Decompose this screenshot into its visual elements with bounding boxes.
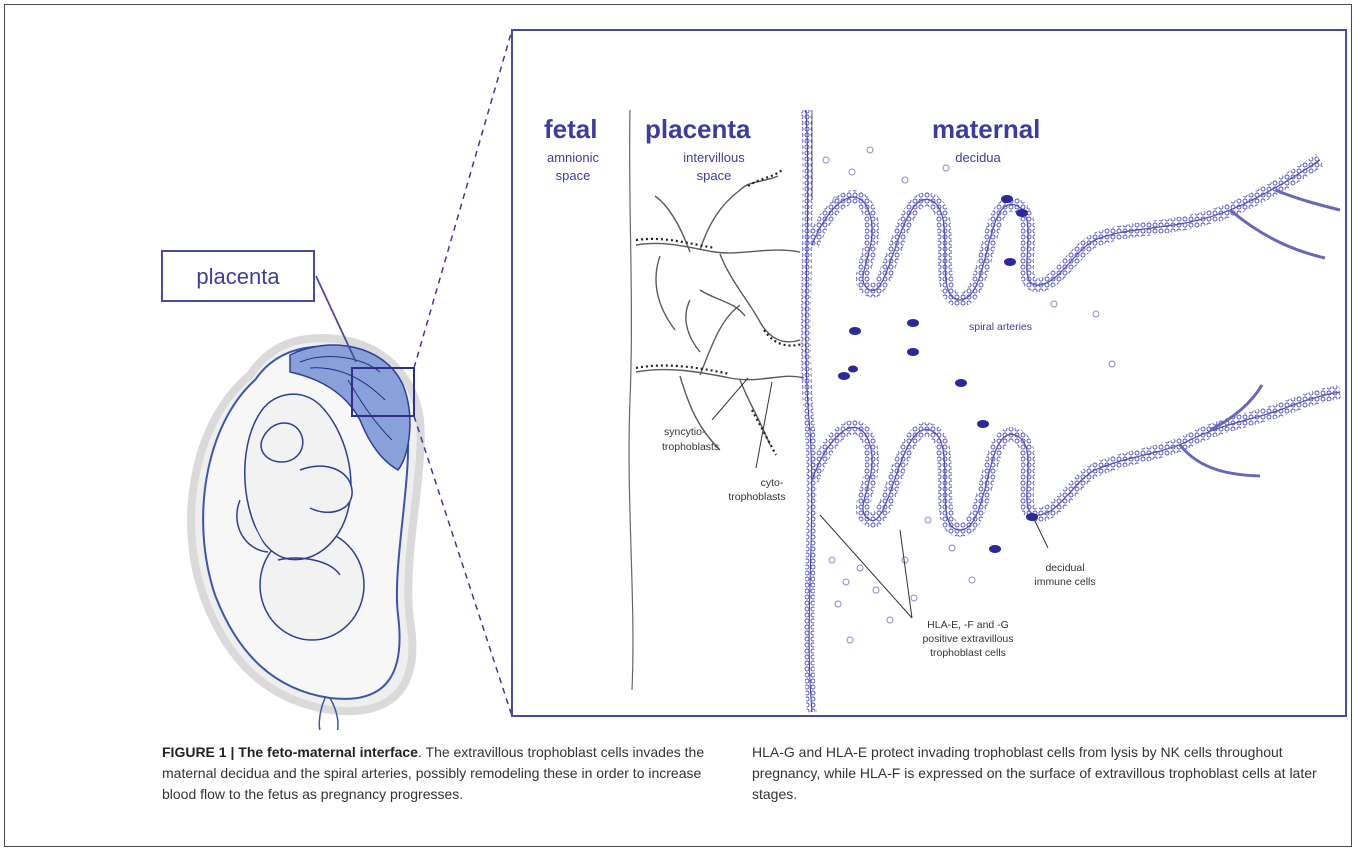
label-hla-2: positive extravillous xyxy=(922,633,1013,645)
feto-maternal-illustration: placenta fetal placenta maternal amnioni… xyxy=(0,0,1354,730)
uterus-drawing: placenta xyxy=(162,251,421,730)
header-maternal: maternal xyxy=(932,114,1040,144)
subheader-intervillous-2: space xyxy=(697,168,732,183)
label-cyto-1: cyto- xyxy=(761,477,784,489)
callout-label: placenta xyxy=(196,264,280,289)
header-fetal: fetal xyxy=(544,114,597,144)
label-cyto-2: trophoblasts xyxy=(728,491,785,503)
caption-right: HLA-G and HLA-E protect invading trophob… xyxy=(752,742,1332,805)
label-hla-1: HLA-E, -F and -G xyxy=(927,619,1009,631)
subheader-amnionic-1: amnionic xyxy=(547,150,600,165)
zoom-line-top xyxy=(414,30,512,368)
label-spiral-arteries: spiral arteries xyxy=(969,321,1032,333)
header-placenta: placenta xyxy=(645,114,751,144)
subheader-decidua: decidua xyxy=(955,150,1001,165)
zoom-panel-frame xyxy=(512,30,1346,716)
label-decidual-1: decidual xyxy=(1045,562,1084,574)
label-hla-3: trophoblast cells xyxy=(930,647,1006,659)
caption-title: FIGURE 1 | The feto-maternal interface xyxy=(162,744,418,760)
zoom-panel: fetal placenta maternal amnionic space i… xyxy=(512,30,1346,716)
caption-left: FIGURE 1 | The feto-maternal interface. … xyxy=(162,742,722,805)
label-decidual-2: immune cells xyxy=(1034,576,1095,588)
zoom-line-bottom xyxy=(414,416,512,716)
label-syncytio-1: syncytio- xyxy=(664,426,706,438)
subheader-amnionic-2: space xyxy=(556,168,591,183)
subheader-intervillous-1: intervillous xyxy=(683,150,745,165)
label-syncytio-2: trophoblasts xyxy=(662,441,719,453)
